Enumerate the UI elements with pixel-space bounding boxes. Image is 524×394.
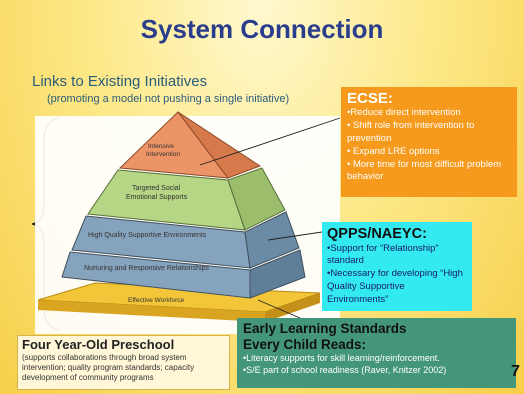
tier-label-targeted-2: Emotional Supports (126, 194, 188, 201)
list-item: •Support for “Relationship” standard (327, 242, 439, 267)
tier-label-intensive-2: Intervention (146, 151, 180, 158)
tier-targeted-side (227, 167, 286, 231)
ecse-list: •Reduce direct intervention • Shift role… (347, 107, 511, 184)
tier-effective-workforce-side (38, 300, 265, 322)
page-number: 7 (511, 363, 520, 380)
fyp-heading: Four Year-Old Preschool (22, 337, 175, 352)
qpps-callout: QPPS/NAEYC: •Support for “Relationship” … (322, 222, 472, 311)
ecse-callout: ECSE: •Reduce direct intervention • Shif… (341, 87, 517, 197)
list-item: •Necessary for developing “High Quality … (327, 268, 463, 305)
list-item: • Expand LRE options (347, 145, 440, 157)
qpps-list: •Support for “Relationship” standard •Ne… (327, 243, 467, 307)
connector-qpps (267, 231, 323, 241)
fyp-note: (supports collaborations through broad s… (22, 352, 195, 382)
tier-label-workforce: Effective Workforce (128, 297, 184, 304)
tier-label-targeted-1: Targeted Social (132, 185, 181, 192)
connector-els (257, 299, 301, 319)
tier-label-nurturing: Nurturing and Responsive Relationships (84, 265, 209, 272)
tier-label-high-quality: High Quality Supportive Environments (88, 232, 207, 239)
tier-nurturing-side (249, 249, 306, 299)
slide-subtitle: Links to Existing Initiatives (32, 73, 208, 90)
els-heading-line2: Every Child Reads: (243, 336, 367, 352)
list-item: • Shift role from intervention to preven… (347, 120, 475, 144)
tier-label-intensive-1: Intensive (148, 143, 174, 150)
els-callout: Early Learning Standards Every Child Rea… (237, 318, 516, 388)
tier-intensive-side (177, 111, 262, 179)
els-heading-line1: Early Learning Standards (243, 321, 407, 336)
connector-ecse (199, 117, 341, 166)
slide-subtitle-note: (promoting a model not pushing a single … (47, 93, 290, 105)
qpps-heading: QPPS/NAEYC: (327, 226, 427, 242)
els-list: •Literacy supports for skill learning/re… (243, 352, 510, 376)
list-item: •S/E part of school readiness (Raver, Kn… (243, 365, 447, 376)
list-item: • More time for most difficult problem b… (347, 158, 502, 183)
ecse-heading: ECSE: (347, 90, 393, 107)
tier-high-quality-side (244, 211, 300, 269)
slide-title: System Connection (140, 14, 384, 44)
tier-effective-workforce-side-right (265, 293, 320, 322)
list-item: •Reduce direct intervention (347, 107, 461, 119)
four-year-old-preschool-callout: Four Year-Old Preschool (supports collab… (17, 335, 230, 390)
list-item: •Literacy supports for skill learning/re… (243, 353, 440, 364)
